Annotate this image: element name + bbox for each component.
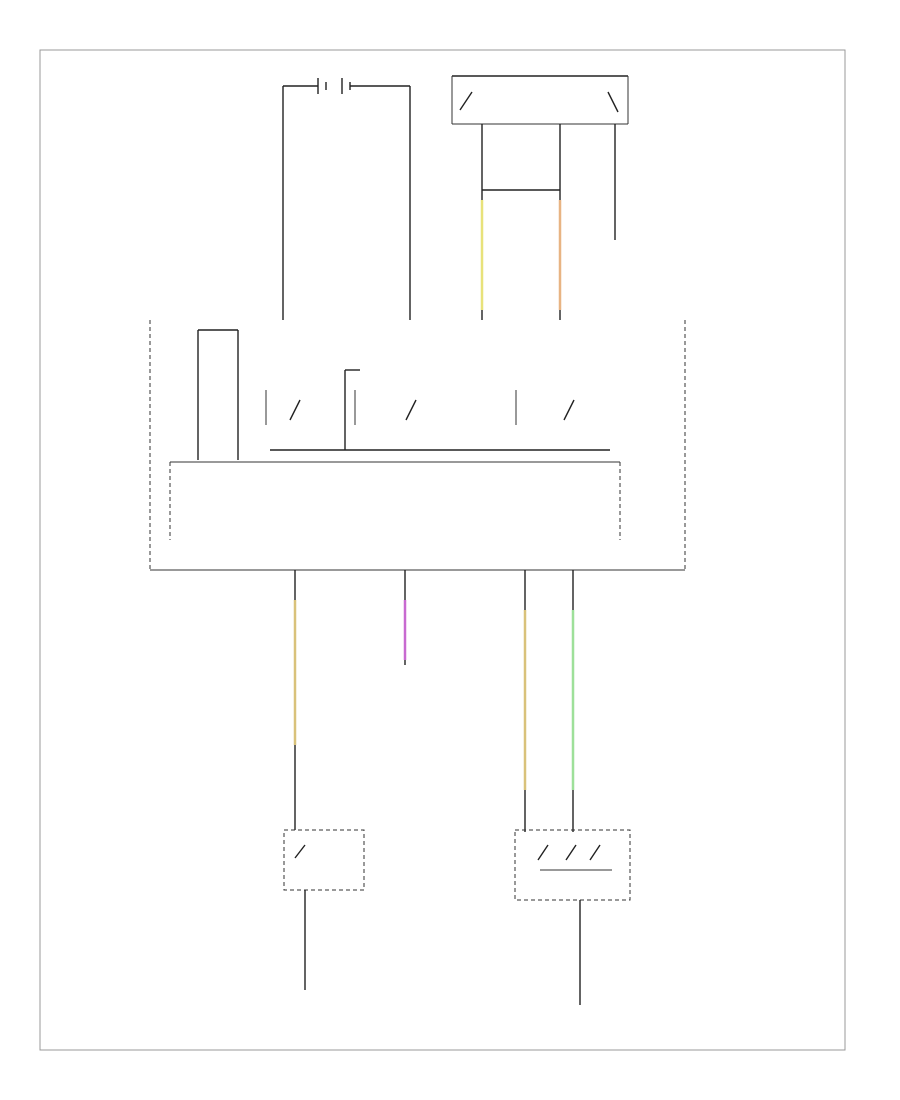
left-switch — [283, 829, 365, 891]
diagram-frame — [39, 49, 846, 1051]
relay-2 — [354, 390, 417, 425]
relay-3 — [515, 390, 575, 425]
control-module — [149, 320, 686, 571]
relay-1 — [265, 390, 301, 425]
upper-switch — [451, 75, 629, 125]
battery-symbol — [283, 78, 410, 94]
right-switch — [514, 829, 631, 901]
